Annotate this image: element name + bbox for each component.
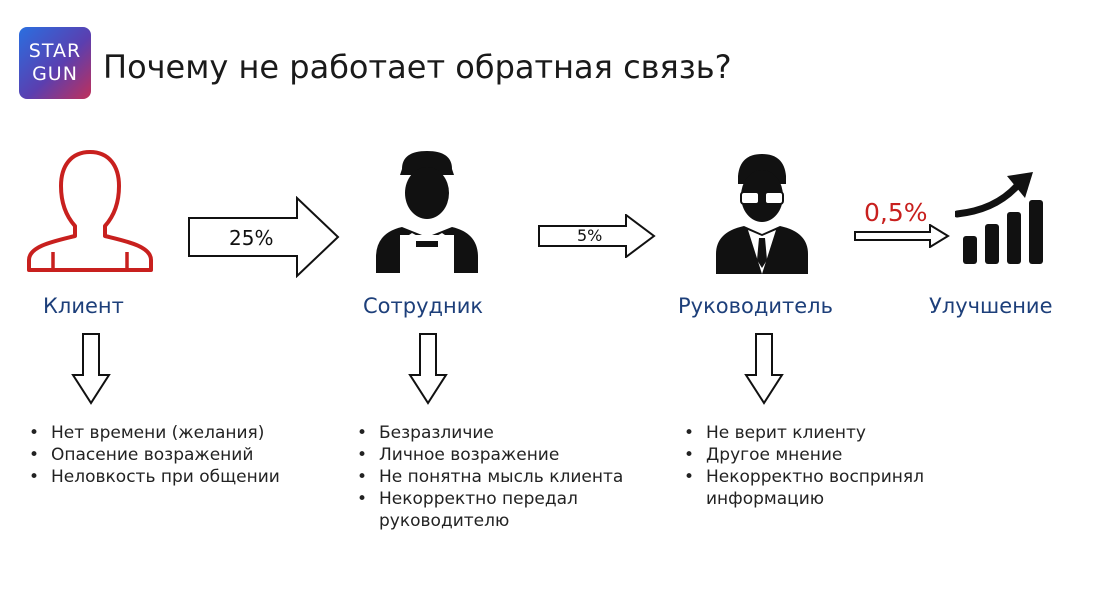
list-item: Безразличие xyxy=(353,422,653,444)
arrow-percent-25: 25% xyxy=(229,226,274,250)
role-improvement-label: Улучшение xyxy=(929,294,1053,318)
list-item: Опасение возражений xyxy=(25,444,325,466)
list-item: Неловкость при общении xyxy=(25,466,325,488)
down-arrow-manager xyxy=(744,333,784,405)
arrow-manager-to-improvement xyxy=(854,224,950,248)
logo-line-1: STAR xyxy=(28,40,82,62)
list-item: Не понятна мысль клиента xyxy=(353,466,653,488)
growth-chart-icon xyxy=(955,172,1043,264)
list-item: Нет времени (желания) xyxy=(25,422,325,444)
list-item: Личное возражение xyxy=(353,444,653,466)
role-manager-label: Руководитель xyxy=(678,294,833,318)
arrow-client-to-employee xyxy=(188,196,340,278)
page-title: Почему не работает обратная связь? xyxy=(103,48,732,86)
arrow-percent-5: 5% xyxy=(577,226,603,245)
role-client-label: Клиент xyxy=(43,294,124,318)
manager-businessman-icon xyxy=(716,154,808,274)
arrow-percent-0-5: 0,5% xyxy=(864,198,928,227)
client-reasons-list: Нет времени (желания) Опасение возражени… xyxy=(25,422,325,488)
list-item: Не верит клиенту xyxy=(680,422,980,444)
list-item: Некорректно передал руководителю xyxy=(353,488,624,532)
client-person-icon xyxy=(27,150,153,272)
down-arrow-client xyxy=(71,333,111,405)
stargun-logo: STAR GUN xyxy=(19,27,91,99)
list-item: Другое мнение xyxy=(680,444,980,466)
logo-line-2: GUN xyxy=(32,63,78,85)
employee-worker-icon xyxy=(376,151,478,273)
employee-reasons-list: Безразличие Личное возражение Не понятна… xyxy=(353,422,653,532)
role-employee-label: Сотрудник xyxy=(363,294,484,318)
down-arrow-employee xyxy=(408,333,448,405)
list-item: Некорректно воспринял информацию xyxy=(680,466,976,510)
manager-reasons-list: Не верит клиенту Другое мнение Некоррект… xyxy=(680,422,980,510)
arrow-employee-to-manager xyxy=(538,214,656,258)
